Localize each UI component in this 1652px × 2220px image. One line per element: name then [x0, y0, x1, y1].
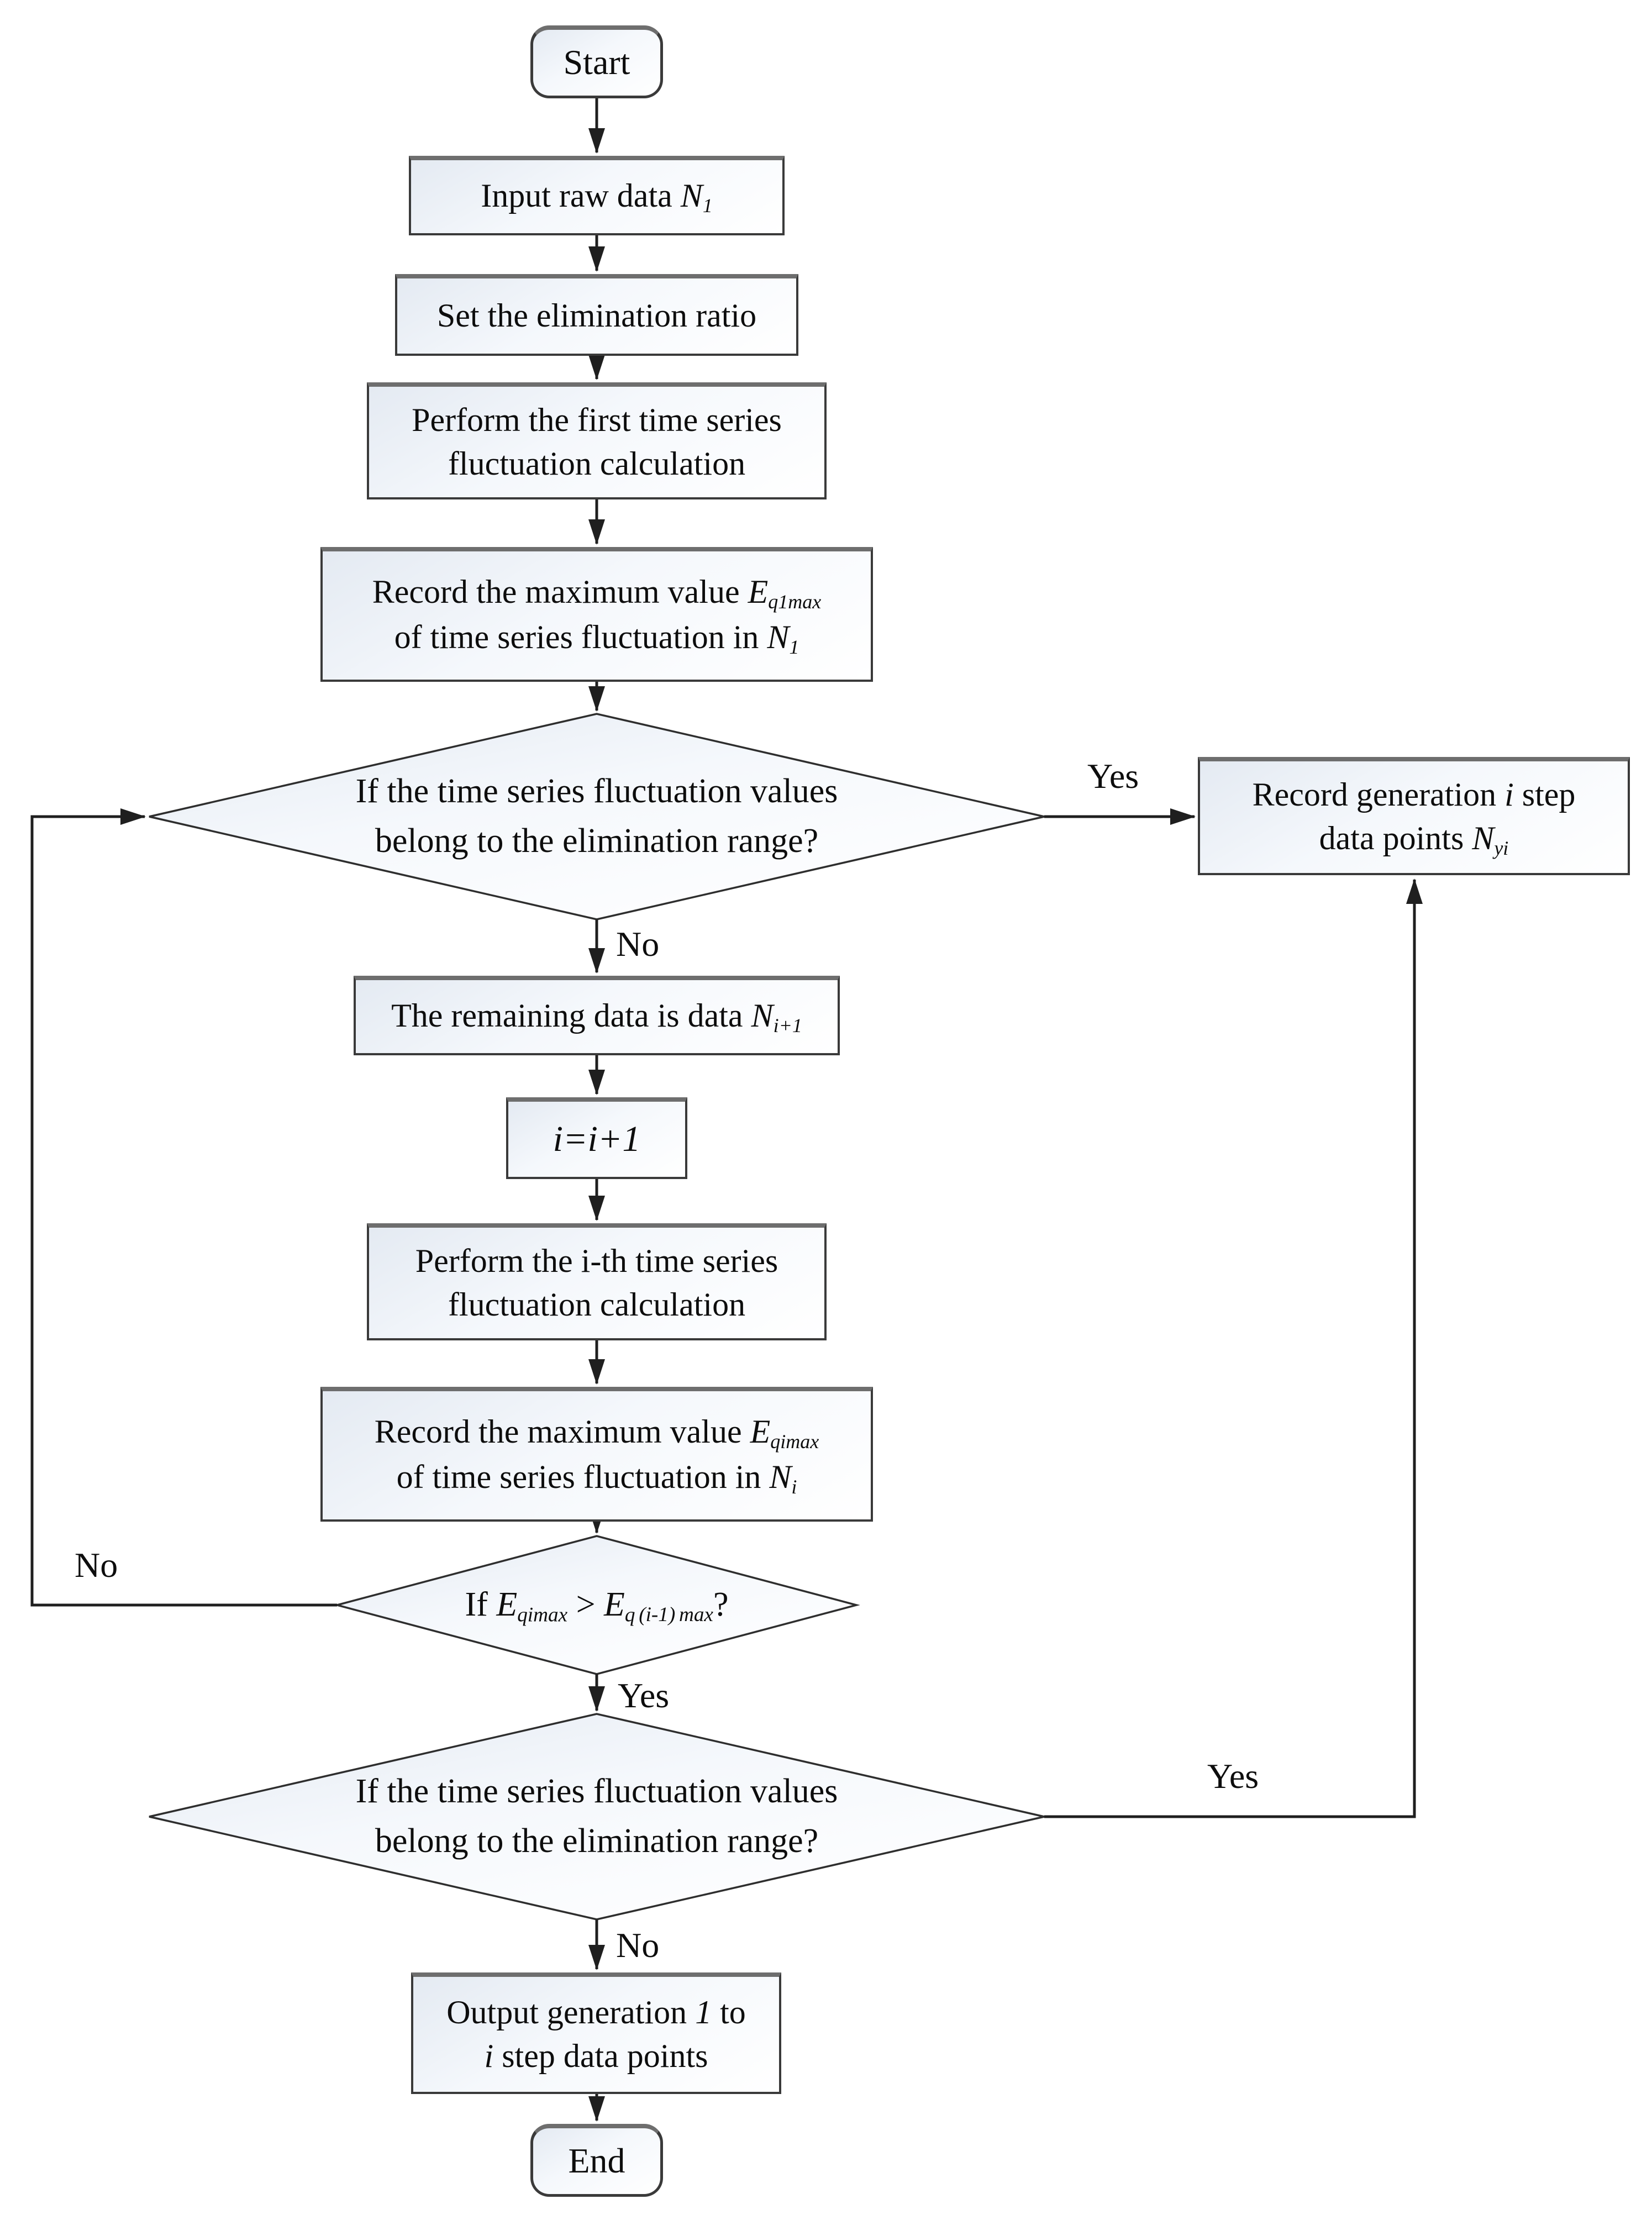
edge-label-no-decision1: No: [616, 924, 660, 964]
edge-decision3-yes-to-record-generation: [1044, 878, 1423, 1818]
node-text-line: Perform the first time series: [412, 401, 782, 438]
node-text-line: of time series fluctuation in Ni: [397, 1455, 797, 1501]
variable-n: N: [1472, 819, 1495, 856]
process-perform-first-calculation: Perform the first time series fluctuatio…: [367, 382, 827, 499]
label-text: Output generation: [446, 1993, 696, 2030]
node-text-line: fluctuation calculation: [448, 1286, 746, 1323]
subscript-q1max: q1max: [768, 591, 822, 613]
process-input-raw-data: Input raw data N1: [409, 156, 785, 235]
node-text-line: of time series fluctuation in N1: [394, 616, 799, 661]
label-text: step: [1513, 776, 1576, 813]
variable-e: E: [604, 1585, 625, 1623]
variable-n: N: [769, 1459, 792, 1495]
variable-i: i: [1504, 776, 1514, 813]
subscript-i: i: [791, 1476, 797, 1498]
process-record-generation-step-points: Record generation i step data points Nyi: [1198, 757, 1630, 875]
terminal-start: Start: [530, 25, 663, 98]
edge-label-no-decision2: No: [75, 1545, 118, 1585]
decision-eqimax-comparison-label: If Eqimax > Eq(i-1)max?: [337, 1561, 856, 1649]
label-text: The remaining data is data: [391, 997, 751, 1034]
subscript-q: q: [624, 1603, 635, 1627]
label-text: Record the maximum value: [372, 574, 748, 611]
edge-decision2-no-loop-to-decision1: [30, 808, 337, 1607]
edge-label-no-decision3: No: [616, 1926, 660, 1965]
variable-e: E: [496, 1585, 518, 1623]
label-text: step data points: [493, 2038, 708, 2074]
terminal-end: End: [530, 2124, 663, 2197]
node-text-line: If the time series fluctuation values: [355, 772, 838, 811]
edge-label-yes-decision1: Yes: [1087, 756, 1139, 796]
label-text: data points: [1319, 819, 1472, 856]
process-record-max-eqimax: Record the maximum value Eqimax of time …: [320, 1387, 873, 1522]
decision-eqimax-comparison-shape: [333, 1535, 860, 1675]
label-text: of time series fluctuation in: [394, 619, 767, 655]
subscript-i-minus-1: (i-1): [639, 1603, 676, 1627]
node-text-line: Record the maximum value Eq1max: [372, 570, 821, 616]
node-text-line: belong to the elimination range?: [375, 822, 819, 860]
terminal-start-label: Start: [563, 43, 630, 82]
edge-label-yes-decision2: Yes: [618, 1676, 670, 1715]
label-text: of time series fluctuation in: [396, 1459, 770, 1495]
node-text-line: fluctuation calculation: [448, 445, 746, 482]
process-record-max-eq1max: Record the maximum value Eq1max of time …: [320, 547, 873, 682]
label-text: >: [567, 1585, 604, 1623]
decision-elimination-range-2-label: If the time series fluctuation values be…: [149, 1734, 1044, 1900]
subscript-qimax: qimax: [517, 1603, 568, 1627]
variable-n: N: [767, 619, 790, 655]
node-text-line: If Eqimax > Eq(i-1)max?: [465, 1580, 729, 1630]
edge-label-yes-decision3: Yes: [1207, 1756, 1259, 1796]
variable-e: E: [750, 1413, 771, 1450]
decision-elimination-range-1-label: If the time series fluctuation values be…: [149, 734, 1044, 899]
process-perform-ith-calculation: Perform the i-th time series fluctuation…: [367, 1223, 827, 1340]
variable-i: i: [484, 2038, 494, 2074]
process-remaining-data: The remaining data is data Ni+1: [354, 976, 840, 1055]
process-set-elimination-ratio: Set the elimination ratio: [395, 274, 798, 356]
variable-e: E: [748, 574, 769, 611]
node-text-line: Record the maximum value Eqimax: [375, 1410, 819, 1455]
node-text-line: The remaining data is data Ni+1: [391, 994, 802, 1039]
node-text-line: data points Nyi: [1319, 817, 1509, 862]
node-text-line: Perform the i-th time series: [415, 1242, 778, 1279]
node-text-line: Input raw data N1: [481, 174, 713, 219]
node-text-line: Output generation 1 to: [446, 1991, 746, 2034]
variable-n: N: [680, 177, 703, 214]
process-increment-i: i=i+1: [506, 1097, 687, 1179]
subscript-qimax: qimax: [770, 1430, 819, 1453]
node-text-line: Set the elimination ratio: [436, 297, 757, 334]
subscript-yi: yi: [1494, 837, 1509, 859]
node-text-line: i=i+1: [553, 1119, 641, 1160]
label-text: Input raw data: [481, 177, 681, 214]
node-text-line: i step data points: [485, 2034, 708, 2078]
node-text-line: Record generation i step: [1253, 773, 1576, 817]
process-output-data-points: Output generation 1 to i step data point…: [411, 1972, 781, 2094]
variable-1: 1: [695, 1993, 712, 2030]
terminal-end-label: End: [568, 2141, 625, 2181]
label-text: ?: [713, 1585, 729, 1623]
subscript-1: 1: [702, 194, 713, 217]
subscript-max: max: [678, 1603, 713, 1627]
label-text: If: [465, 1585, 497, 1623]
node-text-line: If the time series fluctuation values: [355, 1772, 838, 1811]
label-text: Record the maximum value: [374, 1413, 750, 1450]
label-text: Record generation: [1252, 776, 1505, 813]
subscript-1: 1: [789, 636, 799, 659]
subscript-i-plus-1: i+1: [773, 1014, 802, 1037]
node-text-line: belong to the elimination range?: [375, 1822, 819, 1860]
variable-n: N: [751, 997, 774, 1034]
label-text: to: [712, 1993, 746, 2030]
